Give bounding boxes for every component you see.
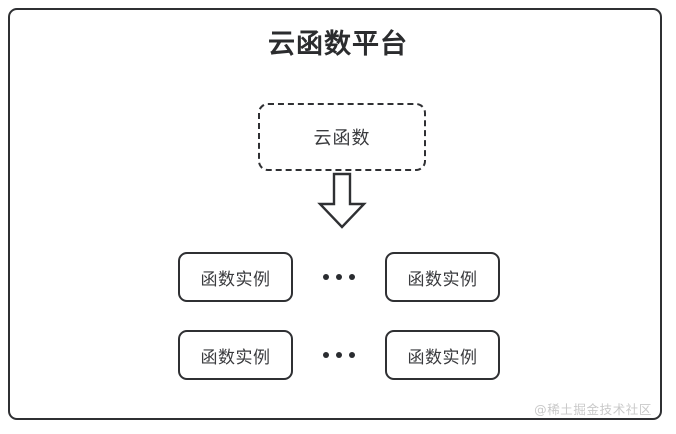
function-instance-box: 函数实例 bbox=[385, 252, 500, 302]
ellipsis-dot bbox=[349, 352, 355, 358]
page-title: 云函数平台 bbox=[268, 29, 408, 60]
function-instance-label: 函数实例 bbox=[200, 347, 271, 368]
function-instance-box: 函数实例 bbox=[178, 330, 293, 380]
watermark: @稀土掘金技术社区 bbox=[534, 402, 652, 417]
function-instance-label: 函数实例 bbox=[407, 347, 478, 368]
ellipsis-dot bbox=[336, 274, 342, 280]
ellipsis-dot bbox=[323, 352, 329, 358]
instance-row: 函数实例 ••• 函数实例 bbox=[178, 252, 500, 302]
function-instance-box: 函数实例 bbox=[385, 330, 500, 380]
function-instance-label: 函数实例 bbox=[200, 269, 271, 290]
cloud-function-label: 云函数 bbox=[313, 128, 371, 149]
function-instance-label: 函数实例 bbox=[407, 269, 478, 290]
ellipsis-dot bbox=[349, 274, 355, 280]
ellipsis-dot bbox=[336, 352, 342, 358]
cloud-function-node: 云函数 bbox=[258, 103, 426, 171]
ellipsis-icon: ••• bbox=[323, 252, 355, 302]
ellipsis-dot bbox=[323, 274, 329, 280]
instance-row: 函数实例 ••• 函数实例 bbox=[178, 330, 500, 380]
function-instance-box: 函数实例 bbox=[178, 252, 293, 302]
ellipsis-icon: ••• bbox=[323, 330, 355, 380]
down-block-arrow-icon bbox=[317, 172, 367, 229]
